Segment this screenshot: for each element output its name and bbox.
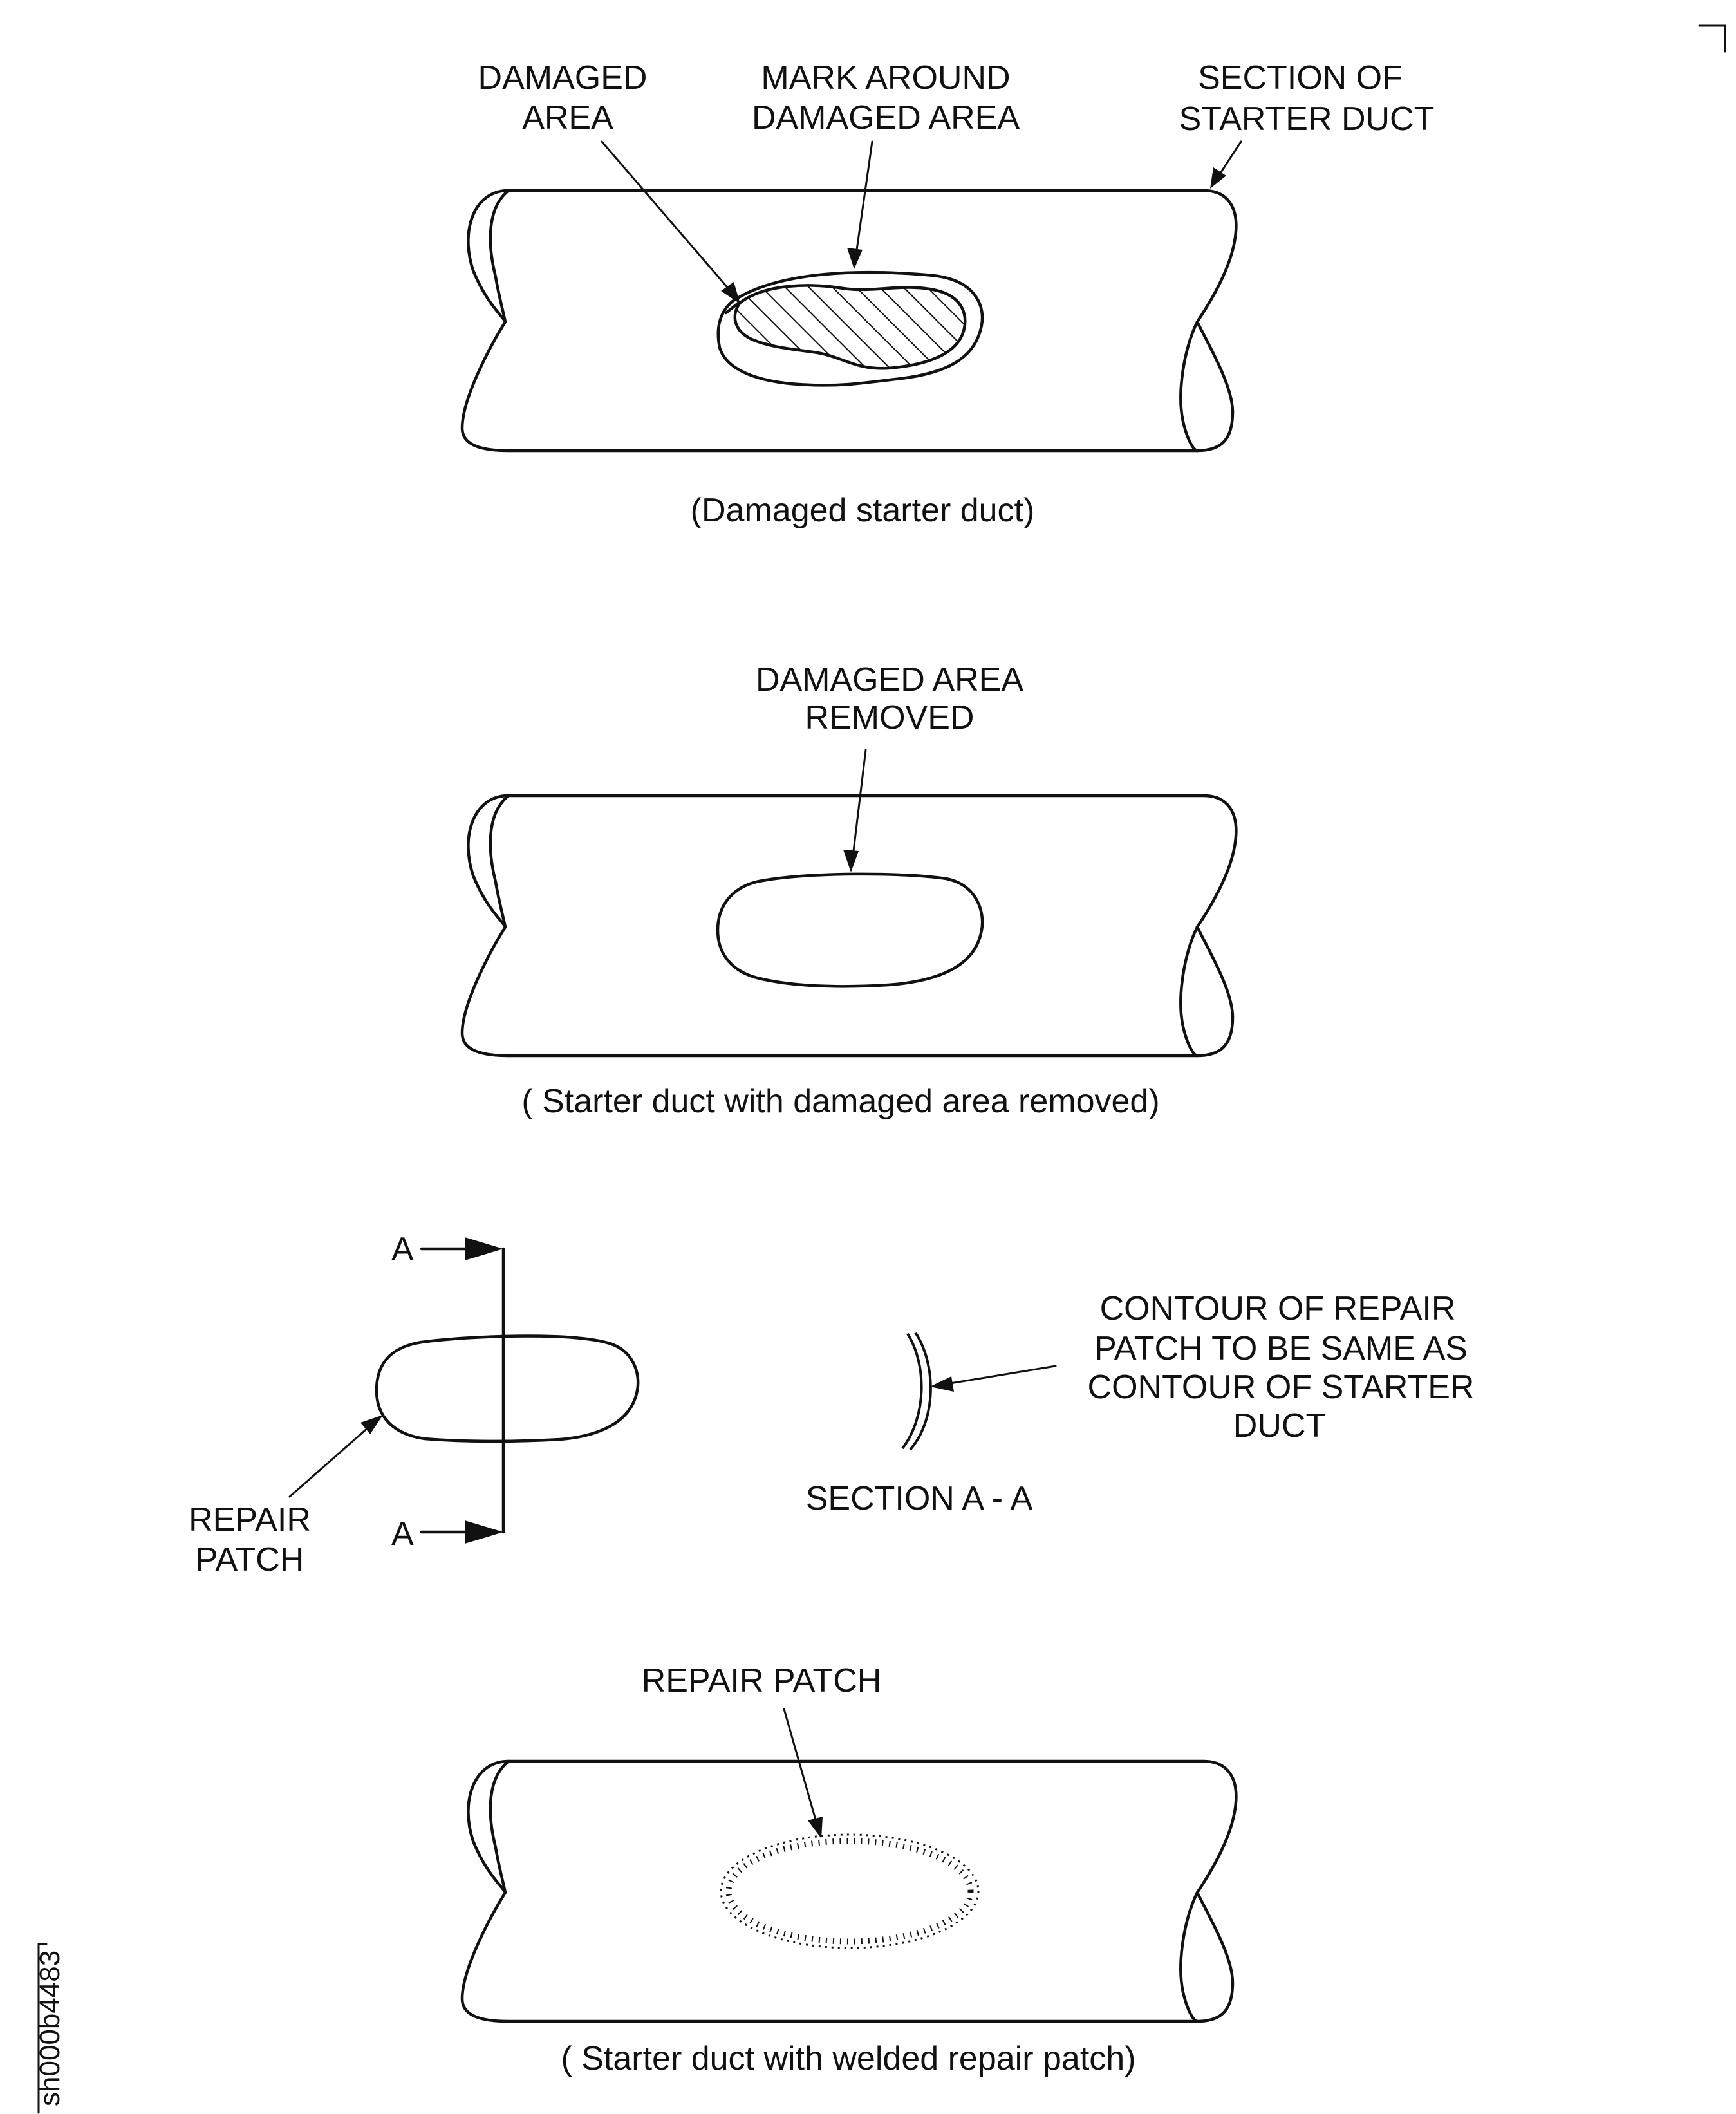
contour-note-line4: DUCT	[1233, 1407, 1326, 1445]
weld-bead	[725, 1838, 974, 1945]
label-damaged-area-removed-line1: DAMAGED AREA	[756, 661, 1023, 698]
section-profile-outer	[901, 1333, 923, 1450]
section-marker-bottom: A	[391, 1515, 414, 1553]
starter-duct-section	[462, 796, 1236, 1056]
caption-view1: (Damaged starter duct)	[691, 492, 1035, 529]
code-bracket	[37, 1943, 48, 2114]
section-title: SECTION A - A	[806, 1480, 1033, 1517]
label-mark-around-line1: MARK AROUND	[761, 59, 1010, 97]
mark-outline	[716, 270, 984, 387]
caption-view2: ( Starter duct with damaged area removed…	[521, 1083, 1159, 1120]
leader-repair-patch-weld	[783, 1708, 817, 1823]
leader-section-of-duct	[1217, 140, 1242, 178]
section-profile-inner	[909, 1331, 932, 1451]
label-repair-patch-top: REPAIR PATCH	[642, 1662, 882, 1699]
caption-view4: ( Starter duct with welded repair patch)	[561, 2040, 1135, 2077]
section-marker-top: A	[391, 1231, 414, 1268]
weld-bead-outer	[720, 1833, 980, 1949]
leader-damaged-area-removed	[852, 749, 867, 857]
corner-mark	[1698, 24, 1726, 53]
leader-contour-note	[945, 1365, 1057, 1385]
leader-mark-around	[855, 140, 873, 256]
label-repair-patch-line1: REPAIR	[189, 1501, 311, 1539]
view-repair-patch: A A REPAIR PATCH CONTOUR OF REPAIR PATCH…	[189, 1231, 1474, 1578]
contour-note-line2: PATCH TO BE SAME AS	[1094, 1330, 1468, 1367]
label-section-of-duct-line1: SECTION OF	[1198, 59, 1403, 97]
leader-damaged-area	[601, 140, 735, 296]
leader-repair-patch	[288, 1425, 371, 1498]
label-damaged-area-removed-line2: REMOVED	[805, 699, 975, 736]
cut-out-opening	[716, 872, 984, 988]
damaged-area-hatched	[733, 284, 967, 370]
starter-duct-section	[462, 1761, 1236, 2021]
label-repair-patch-line2: PATCH	[196, 1541, 304, 1578]
repair-patch-outline	[375, 1334, 640, 1443]
contour-note-line1: CONTOUR OF REPAIR	[1100, 1290, 1456, 1327]
view-damaged-duct: DAMAGED AREA MARK AROUND DAMAGED AREA SE…	[462, 59, 1434, 529]
label-damaged-area-line2: AREA	[522, 99, 613, 136]
label-section-of-duct-line2: STARTER DUCT	[1179, 100, 1435, 138]
label-mark-around-line2: DAMAGED AREA	[752, 99, 1020, 136]
view-welded-repair-patch: REPAIR PATCH ( Starter duct with welded …	[462, 1662, 1236, 2077]
view-damaged-area-removed: DAMAGED AREA REMOVED ( Starter duct with…	[462, 661, 1236, 1120]
section-arrow-bottom-head	[465, 1520, 503, 1544]
drawing-code: sh000b4483	[34, 1950, 66, 2106]
section-arrow-top-head	[465, 1237, 503, 1260]
label-damaged-area-line1: DAMAGED	[478, 59, 648, 97]
contour-note-line3: CONTOUR OF STARTER	[1088, 1369, 1475, 1406]
